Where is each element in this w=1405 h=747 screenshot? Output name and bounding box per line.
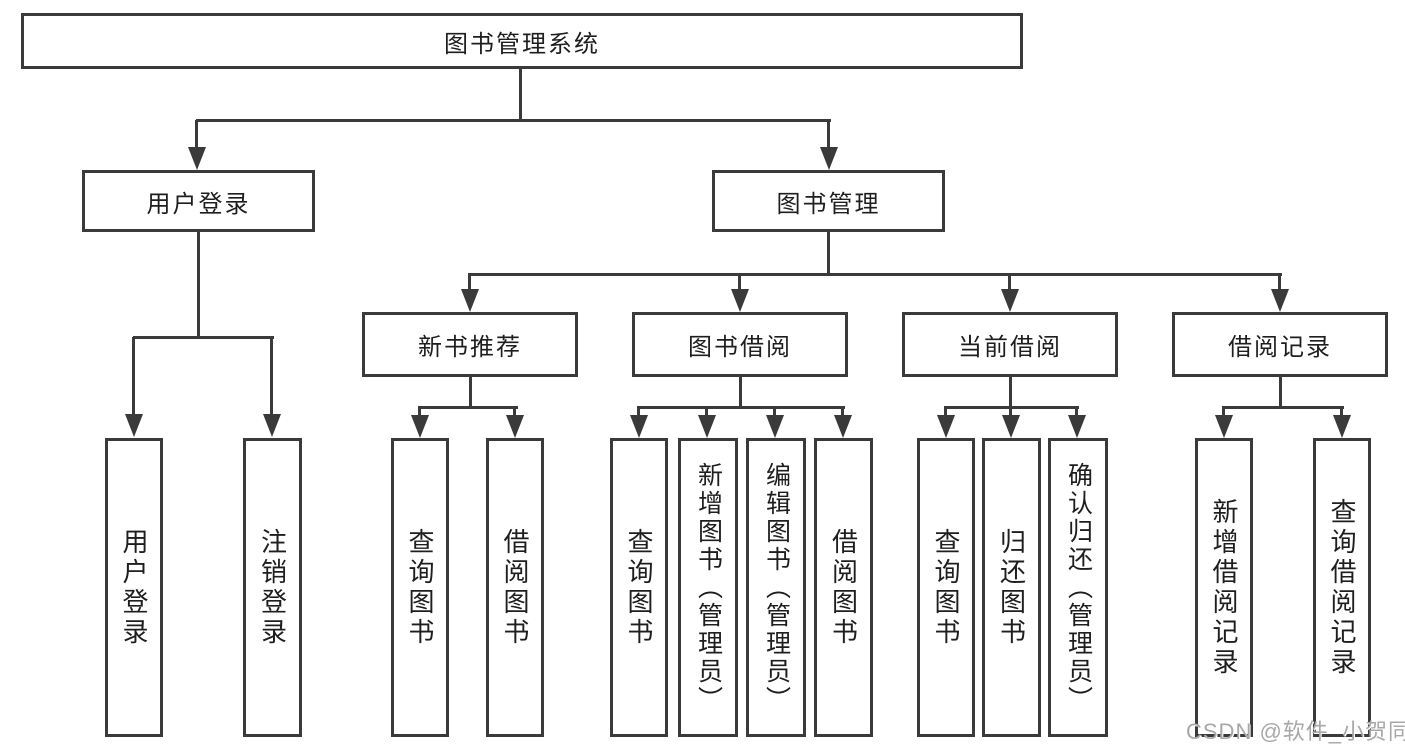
arrow-to-new-books: [461, 274, 479, 312]
arrow-to-leaf-logout: [263, 337, 281, 437]
connector-borrow-records-stem: [1279, 377, 1282, 409]
arrow-to-cb-confirm: [1068, 407, 1086, 438]
connector-root-stem: [519, 69, 522, 121]
arrow-to-book-borrow: [731, 274, 749, 312]
connector-book-borrow-stem: [739, 377, 742, 409]
node-root-system: 图书管理系统: [21, 13, 1023, 69]
leaf-cb-return-books-label: 归还图书: [996, 527, 1027, 648]
node-root-label: 图书管理系统: [444, 30, 600, 58]
node-book-mgmt: 图书管理: [712, 170, 945, 232]
arrow-to-br-query: [1333, 407, 1351, 438]
arrow-to-bb-add: [698, 407, 716, 438]
csdn-watermark: CSDN @软件_小贺同学: [1186, 719, 1405, 744]
arrow-to-nb-borrow: [506, 407, 524, 438]
leaf-nb-query-books-label: 查询图书: [405, 527, 435, 648]
arrow-to-leaf-login: [125, 337, 143, 437]
leaf-logout: 注销登录: [243, 438, 302, 737]
arrow-to-bb-query: [630, 407, 648, 438]
leaf-nb-borrow-books: 借阅图书: [486, 438, 544, 737]
node-current-borrow-label: 当前借阅: [958, 334, 1062, 361]
leaf-cb-confirm-return-label: 确认归还（管理员）: [1064, 461, 1093, 714]
connector-book-mgmt-stem: [827, 232, 830, 276]
node-new-books: 新书推荐: [362, 312, 578, 377]
connector-book-mgmt-branch: [468, 273, 1282, 276]
leaf-bb-query-books: 查询图书: [610, 438, 668, 737]
node-book-mgmt-label: 图书管理: [776, 190, 881, 218]
node-book-borrow-label: 图书借阅: [688, 334, 792, 361]
connector-current-borrow-stem: [1009, 377, 1012, 409]
connector-new-books-branch: [418, 406, 518, 409]
connector-book-borrow-branch: [637, 406, 845, 409]
arrow-to-borrow-records: [1271, 274, 1289, 312]
node-borrow-records-label: 借阅记录: [1228, 334, 1332, 361]
connector-new-books-stem: [469, 377, 472, 409]
arrow-to-cb-return: [1002, 407, 1020, 438]
connector-borrow-records-branch: [1222, 406, 1344, 409]
connector-user-login-stem: [197, 232, 200, 339]
leaf-nb-query-books: 查询图书: [391, 438, 449, 737]
leaf-nb-borrow-books-label: 借阅图书: [500, 527, 530, 648]
leaf-cb-confirm-return: 确认归还（管理员）: [1048, 438, 1108, 737]
node-borrow-records: 借阅记录: [1172, 312, 1388, 377]
arrow-to-user-login: [188, 120, 206, 170]
leaf-br-query-record: 查询借阅记录: [1313, 438, 1371, 737]
node-user-login-label: 用户登录: [146, 190, 251, 218]
arrow-to-cb-query: [937, 407, 955, 438]
arrow-to-br-add: [1215, 407, 1233, 438]
leaf-bb-add-books-label: 新增图书（管理员）: [694, 461, 723, 714]
leaf-bb-borrow-books-label: 借阅图书: [828, 527, 859, 648]
arrow-to-nb-query: [411, 407, 429, 438]
leaf-cb-query-books-label: 查询图书: [931, 527, 961, 648]
leaf-br-add-record-label: 新增借阅记录: [1209, 497, 1239, 678]
arrow-to-current-borrow: [1001, 274, 1019, 312]
arrow-to-book-mgmt: [820, 120, 838, 170]
arrow-to-bb-edit: [766, 407, 784, 438]
leaf-cb-query-books: 查询图书: [917, 438, 975, 737]
connector-root-branch: [196, 119, 831, 122]
node-book-borrow: 图书借阅: [632, 312, 848, 377]
leaf-br-query-record-label: 查询借阅记录: [1327, 497, 1357, 678]
leaf-user-login-label: 用户登录: [119, 527, 149, 648]
leaf-bb-borrow-books: 借阅图书: [814, 438, 873, 737]
connector-user-login-branch: [133, 336, 274, 339]
leaf-bb-query-books-label: 查询图书: [624, 527, 654, 648]
arrow-to-bb-borrow: [834, 407, 852, 438]
node-new-books-label: 新书推荐: [418, 334, 522, 361]
leaf-bb-edit-books-label: 编辑图书（管理员）: [762, 461, 791, 714]
leaf-bb-edit-books: 编辑图书（管理员）: [746, 438, 806, 737]
node-user-login: 用户登录: [82, 170, 315, 232]
leaf-br-add-record: 新增借阅记录: [1195, 438, 1253, 737]
leaf-logout-label: 注销登录: [257, 527, 288, 648]
leaf-cb-return-books: 归还图书: [982, 438, 1041, 737]
node-current-borrow: 当前借阅: [902, 312, 1118, 377]
leaf-bb-add-books: 新增图书（管理员）: [678, 438, 738, 737]
leaf-user-login: 用户登录: [105, 438, 163, 737]
